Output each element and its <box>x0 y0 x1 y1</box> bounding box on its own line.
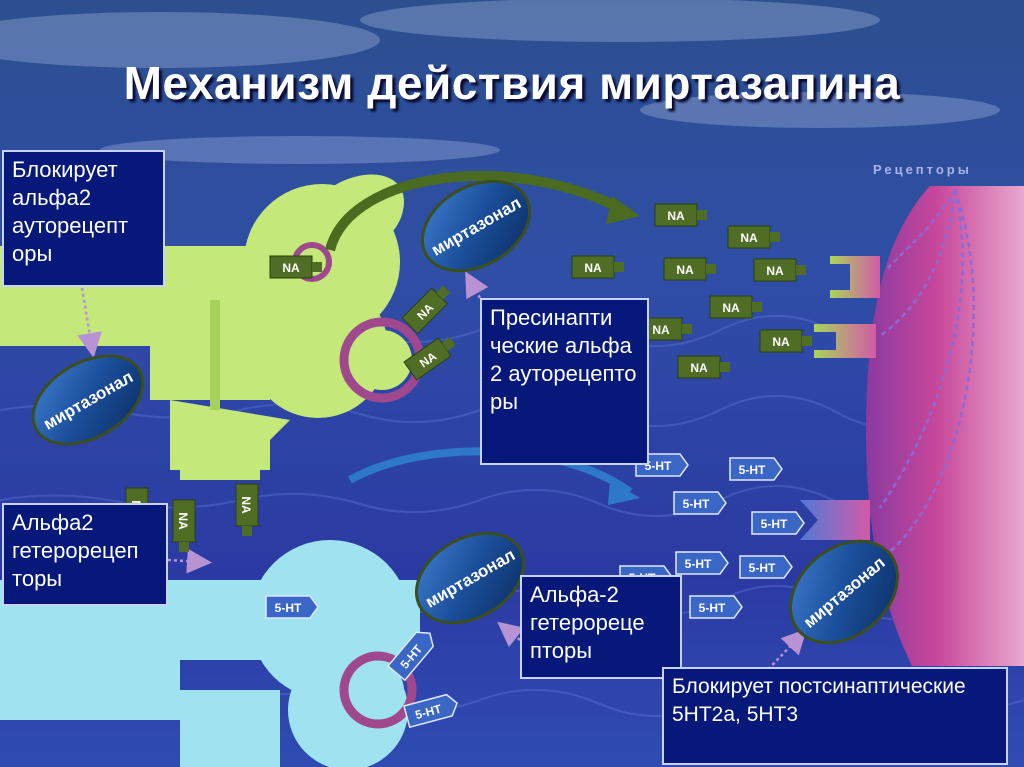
background-clouds <box>0 0 1000 164</box>
5ht-label: 5-HT <box>275 601 302 615</box>
na-molecule: NA <box>677 355 730 379</box>
label-blocks-alpha2-autoreceptors: Блокирует альфа2 ауторецепт оры <box>2 150 165 287</box>
na-label: NA <box>584 261 602 275</box>
na-molecule: NA <box>759 329 812 353</box>
serotonin-molecule: 5-HT <box>675 551 729 575</box>
mirtazapine-molecule: миртазонал <box>31 354 145 446</box>
na-label: NA <box>282 261 300 275</box>
postsynaptic-receptor-ne-1 <box>830 256 880 298</box>
serotonin-molecule: 5-HT <box>739 555 793 579</box>
serotonin-molecule: 5-HT <box>729 457 783 481</box>
label-blocks-postsynaptic-receptors: Блокирует постсинаптические 5HT2a, 5HT3 <box>662 667 1008 765</box>
5ht-label: 5-HT <box>683 497 710 511</box>
na-label: NA <box>652 323 670 337</box>
alpha2-heteroreceptor-ring <box>339 651 417 729</box>
na-molecule: NA <box>172 499 196 552</box>
na-molecule: NA <box>269 255 322 279</box>
na-label: NA <box>772 335 790 349</box>
receptor-signal-arrows <box>878 189 976 561</box>
mirtazapine-molecule: миртазонал <box>414 531 526 625</box>
na-label: NA <box>740 231 758 245</box>
na-label: NA <box>667 209 685 223</box>
serotonin-molecule: 5-HT <box>673 491 727 515</box>
na-label: NA <box>239 496 253 514</box>
na-label: NA <box>176 512 190 530</box>
na-molecule: NA <box>654 203 707 227</box>
na-molecule: NA <box>727 225 780 249</box>
5ht-label: 5-HT <box>645 459 672 473</box>
drug-molecules: миртазонал миртазонал миртазонал миртазонал <box>31 179 899 645</box>
serotonin-molecule: 5-HT <box>403 693 458 729</box>
label-alpha2-heteroreceptors-mid: Альфа-2 гетерореце пторы <box>520 575 682 679</box>
postsynaptic-cell <box>866 186 1024 666</box>
5ht-label: 5-HT <box>685 557 712 571</box>
serotonin-molecule: 5-HT <box>689 595 743 619</box>
na-label: NA <box>690 361 708 375</box>
label-presynaptic-alpha2-autoreceptors: Пресинапти ческие альфа 2 ауторецепто ры <box>480 298 649 465</box>
na-label: NA <box>722 301 740 315</box>
serotonin-molecule: 5-HT <box>265 595 319 619</box>
page-title: Механизм действия миртазапина <box>123 57 901 109</box>
na-molecule: NA <box>401 285 451 335</box>
na-molecule: NA <box>403 337 456 381</box>
mirtazapine-molecule: миртазонал <box>789 539 899 645</box>
na-label: NA <box>676 263 694 277</box>
5ht-label: 5-HT <box>761 517 788 531</box>
label-alpha2-heteroreceptors-left: Альфа2 гетерорецеп торы <box>2 503 168 606</box>
na-molecule: NA <box>709 295 762 319</box>
na-label: NA <box>766 264 784 278</box>
na-molecule: NA <box>639 317 692 341</box>
na-molecule: NA <box>663 257 716 281</box>
postsynaptic-receptor-5ht-1 <box>800 500 870 540</box>
5ht-label: 5-HT <box>699 601 726 615</box>
serotonin-molecule: 5-HT <box>635 453 689 477</box>
na-molecule: NA <box>235 483 259 536</box>
na-molecule: NA <box>571 255 624 279</box>
serotonin-molecule: 5-HT <box>751 511 805 535</box>
receptors-label: Рецепторы <box>873 162 972 177</box>
na-release-arrow <box>325 170 633 252</box>
postsynaptic-receptor-ne-2 <box>814 324 876 358</box>
mirtazapine-molecule: миртазонал <box>420 179 532 273</box>
5ht-label: 5-HT <box>739 463 766 477</box>
pointer-arrows <box>77 271 807 679</box>
5ht-label: 5-HT <box>749 561 776 575</box>
na-molecule: NA <box>753 258 806 282</box>
5ht-label: 5-HT <box>414 702 444 723</box>
